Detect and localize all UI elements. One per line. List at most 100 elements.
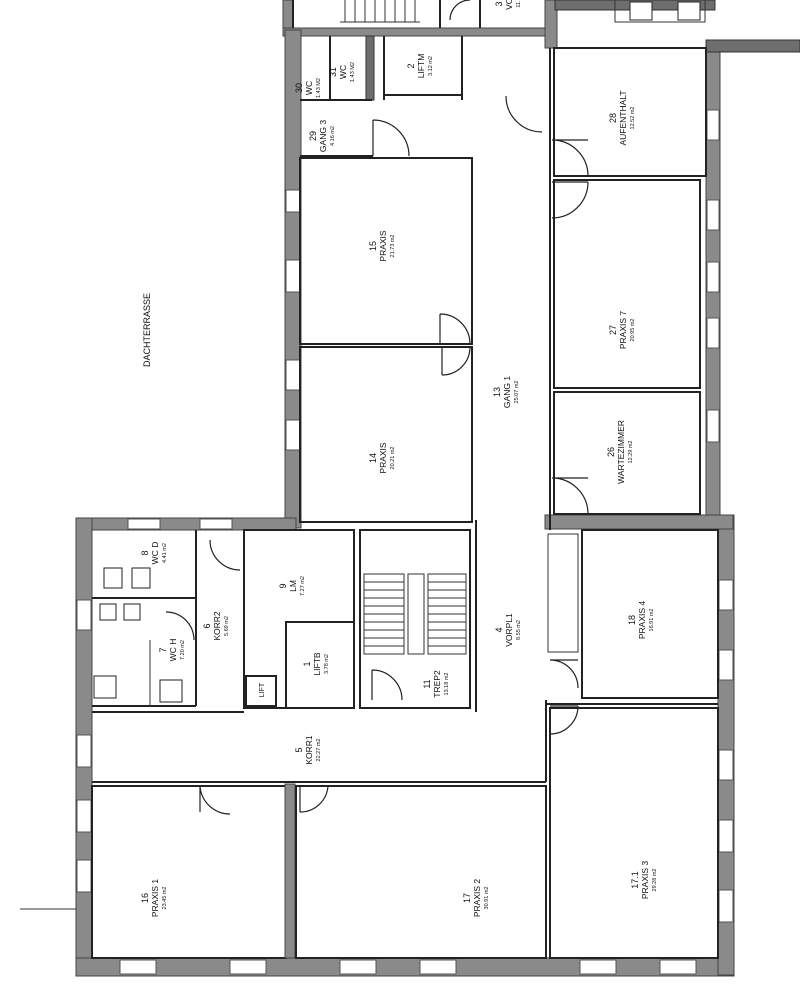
window xyxy=(76,799,92,833)
room-number: 6 xyxy=(202,623,212,628)
room-name: AUFENTHALT xyxy=(618,90,628,145)
window xyxy=(119,959,157,975)
room-area: 16.91 m2 xyxy=(649,609,655,632)
room-area: 1.43 M2 xyxy=(316,78,322,98)
window xyxy=(229,959,267,975)
outer-wall-top-lower xyxy=(75,517,297,531)
room-number: 27 xyxy=(608,325,618,335)
room-number: 9 xyxy=(278,583,288,588)
wall xyxy=(282,0,294,31)
window xyxy=(718,649,734,681)
room-name: GANG 3 xyxy=(318,120,328,152)
room-name: GANG 1 xyxy=(502,376,512,408)
window xyxy=(285,419,301,451)
room-area: 12.52 m2 xyxy=(630,107,636,130)
room-area: 21.73 m2 xyxy=(390,235,396,258)
room-name: PRAXIS 3 xyxy=(640,861,650,900)
room-area: 13.18 m2 xyxy=(444,673,450,696)
room-name: WC xyxy=(338,65,348,79)
room-name: KORR1 xyxy=(304,735,314,765)
room-area: 22.27 m2 xyxy=(316,739,322,762)
room-number: 17.1 xyxy=(630,871,640,889)
room-area: 23.45 m2 xyxy=(162,887,168,910)
window xyxy=(419,959,457,975)
room-area: 5.69 m2 xyxy=(224,616,230,636)
room-name: WC D xyxy=(150,542,160,565)
room-area: 29.28 m2 xyxy=(652,869,658,892)
window xyxy=(76,599,92,631)
room-number: 29 xyxy=(308,131,318,141)
window xyxy=(339,959,377,975)
room-number: 7 xyxy=(158,647,168,652)
room-number: 1 xyxy=(302,661,312,666)
room-name: PRAXIS xyxy=(378,442,388,474)
window xyxy=(718,819,734,853)
room-name: LIFTM xyxy=(416,54,426,79)
room-name: WC H xyxy=(168,639,178,662)
room-name: PRAXIS 4 xyxy=(637,601,647,640)
outer-wall-bottom xyxy=(75,957,735,977)
room-area: 3.12 m2 xyxy=(428,56,434,76)
wall xyxy=(544,514,734,530)
lift-tag-text: LIFT xyxy=(259,682,266,697)
room-name: VC xyxy=(504,0,514,10)
room-area: 11. xyxy=(516,0,522,8)
window xyxy=(285,189,301,213)
room-area: 30.91 m2 xyxy=(484,887,490,910)
room-name: PRAXIS 1 xyxy=(150,879,160,918)
room-number: 18 xyxy=(627,615,637,625)
window xyxy=(76,859,92,893)
window xyxy=(706,409,720,443)
room-area: 12.29 m2 xyxy=(628,441,634,464)
room-number: 14 xyxy=(368,453,378,463)
window xyxy=(76,734,92,768)
wall xyxy=(705,39,800,53)
room-number: 15 xyxy=(368,241,378,251)
room-number: 31 xyxy=(328,67,338,77)
room-area: 4.41 m2 xyxy=(162,543,168,563)
window xyxy=(706,199,720,231)
room-name: TREP2 xyxy=(432,670,442,698)
room-area: 8.55 m2 xyxy=(516,620,522,640)
room-name: WARTEZIMMER xyxy=(616,420,626,484)
room-number: 3 xyxy=(494,1,504,6)
room-name: PRAXIS 7 xyxy=(618,311,628,350)
room-number: 5 xyxy=(294,747,304,752)
room-number: 2 xyxy=(406,63,416,68)
walls xyxy=(75,0,800,977)
window xyxy=(718,579,734,611)
room-area: 7.20 m2 xyxy=(180,640,186,660)
room-area: 7.27 m2 xyxy=(300,576,306,596)
room-area: 25.07 m2 xyxy=(514,381,520,404)
window xyxy=(718,749,734,781)
terrace-label: DACHTERRASSE xyxy=(142,293,152,367)
room-name: PRAXIS xyxy=(378,230,388,262)
room-area: 20.21 m2 xyxy=(390,447,396,470)
lift-tag: LIFT xyxy=(259,682,266,697)
wall xyxy=(282,27,546,37)
window xyxy=(706,109,720,141)
window xyxy=(579,959,617,975)
room-number: 16 xyxy=(140,893,150,903)
window xyxy=(706,261,720,293)
partitions xyxy=(20,0,719,959)
room-number: 17 xyxy=(462,893,472,903)
